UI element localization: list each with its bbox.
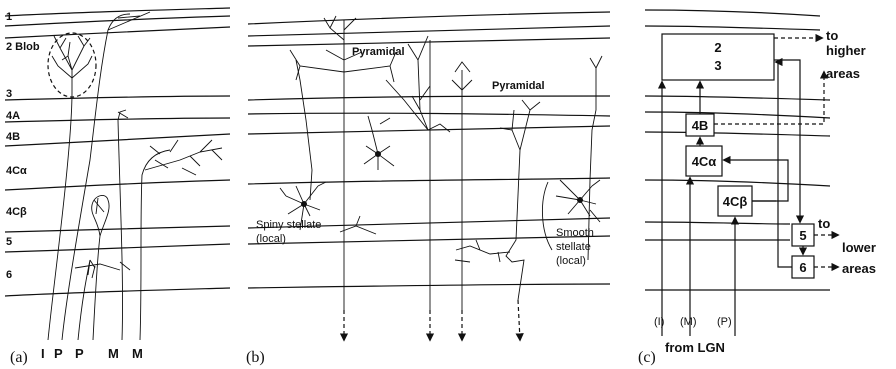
box-4cbeta-label: 4Cβ	[723, 194, 748, 209]
box-4b-label: 4B	[692, 118, 709, 133]
input-label-m1: M	[108, 346, 119, 361]
layer-label-1: 1	[6, 11, 12, 23]
input-i-label: (I)	[654, 316, 664, 328]
layer-label-4a: 4A	[6, 110, 20, 122]
box-5-label: 5	[799, 228, 806, 243]
panel-label-a: (a)	[10, 349, 28, 366]
blob-arbor	[48, 33, 96, 97]
panel-c: 2 3 4B 4Cα 4Cβ 5 6 t	[638, 10, 876, 366]
smooth-stellate-label: Smooth	[556, 227, 594, 239]
panel-b: Pyramidal Pyramidal Spiny stellate (loca…	[246, 12, 610, 366]
layer-label-4cbeta: 4Cβ	[6, 206, 27, 218]
input-label-i: I	[41, 346, 45, 361]
panel-label-c: (c)	[638, 349, 656, 366]
higher-areas-label-2: higher	[826, 43, 866, 58]
spiny-stellate-label-sub: (local)	[256, 233, 286, 245]
pyramidal-cell-3	[452, 62, 472, 340]
layer-label-5: 5	[6, 236, 12, 248]
pyramidal-cell-1	[290, 16, 396, 340]
lower-areas-label-2: lower	[842, 240, 876, 255]
pyramidal-label-1: Pyramidal	[352, 46, 405, 58]
box-4calpha-label: 4Cα	[692, 154, 717, 169]
smooth-stellate-label-2: stellate	[556, 241, 591, 253]
layer-label-3: 3	[6, 88, 12, 100]
box-layer-2-label: 2	[714, 40, 721, 55]
layer-label-4calpha: 4Cα	[6, 165, 27, 177]
input-p-label: (P)	[717, 316, 732, 328]
pyramidal-cell-2	[386, 36, 450, 340]
layer-label-6: 6	[6, 269, 12, 281]
spiny-stellate-label: Spiny stellate	[256, 219, 321, 231]
smooth-stellate-label-3: (local)	[556, 255, 586, 267]
input-label-p1: P	[54, 346, 63, 361]
smooth-stellate-cell	[542, 180, 600, 250]
input-label-m2: M	[132, 346, 143, 361]
box-6-label: 6	[799, 260, 806, 275]
lower-areas-label-3: areas	[842, 261, 876, 276]
small-stellate-layer4	[364, 116, 394, 170]
higher-areas-label-3: areas	[826, 66, 860, 81]
box-layer-3-label: 3	[714, 58, 721, 73]
from-lgn-label: from LGN	[665, 340, 725, 355]
lower-areas-label-1: to	[818, 216, 830, 231]
layer-label-4b: 4B	[6, 131, 20, 143]
higher-areas-label-1: to	[826, 28, 838, 43]
pyramidal-label-2: Pyramidal	[492, 80, 545, 92]
panel-label-b: (b)	[246, 349, 265, 366]
input-label-p2: P	[75, 346, 84, 361]
panel-a: 1 2 Blob 3 4A 4B 4Cα 4Cβ 5 6 I P P M M (…	[5, 8, 230, 366]
spiny-stellate-cell	[280, 60, 326, 230]
layer-label-2-blob: 2 Blob	[6, 41, 40, 53]
input-m-label: (M)	[680, 316, 697, 328]
